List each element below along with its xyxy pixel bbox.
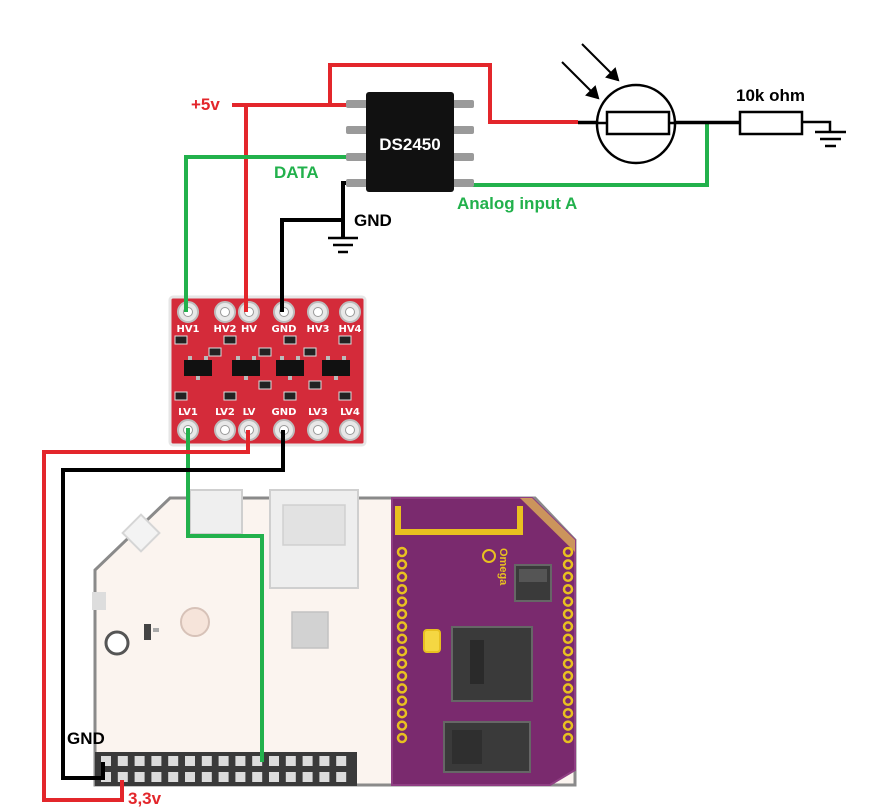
mosfet [184,360,212,376]
omega-soc [451,626,533,702]
smd-resistor [338,335,352,345]
wire-gnd-shifter [280,218,343,312]
wire-3v3 [42,430,250,802]
smd-resistor [223,391,237,401]
shifter-components [174,335,352,401]
chip-leg-left [346,179,368,187]
wire-gnd-chip [341,181,352,238]
mosfet [322,360,350,376]
lv-pin-label: LV2 [215,407,235,418]
label-gnd-board: GND [67,729,105,748]
hv-pin-label: HV3 [306,324,329,335]
omega-logo-icon [482,549,496,563]
ground-symbol-chip [328,236,358,254]
smd-resistor [338,391,352,401]
label-data: DATA [274,163,319,182]
chip-leg-right [452,126,474,134]
photoresistor [578,83,740,165]
omega-pads [396,546,574,744]
chip-leg-right [452,153,474,161]
wire-data [184,155,352,312]
lv-pin-label: LV3 [308,407,328,418]
omega-led [423,629,441,653]
label-5v: +5v [191,95,220,114]
light-arrows-icon [561,43,620,100]
label-3v3: 3,3v [128,789,162,808]
smd-resistor [283,335,297,345]
ground-symbol-resistor [815,130,846,148]
label-resistor: 10k ohm [736,86,805,105]
lv-pin-label: GND [272,407,297,418]
chip-leg-right [452,100,474,108]
lv-pin-label: LV [243,407,256,418]
chip-leg-left [346,100,368,108]
smd-resistor [283,391,297,401]
dock-connector-small [189,489,243,535]
smd-resistor [174,391,188,401]
smd-resistor [258,347,272,357]
level-shifter: HV1 HV2 HV GND HV3 HV4 LV1 LV2 LV GND LV3 LV4 [168,295,367,447]
hv-pin-label: HV [241,324,257,335]
dock-reset-button [180,607,210,637]
ds2450-chip: DS2450 [346,92,474,192]
dock-switch [92,592,106,610]
smd-resistor [174,335,188,345]
dock-led-ring [104,630,130,656]
antenna-trace [395,506,523,535]
chip-leg-right [452,179,474,187]
hv-pin-label: GND [272,324,297,335]
hv-pin-label: HV4 [338,324,361,335]
chip-leg-left [346,153,368,161]
wires [42,63,832,802]
smd-resistor [303,347,317,357]
gpio-header-pins [101,756,347,782]
chip-label: DS2450 [379,135,440,154]
label-gnd-chip: GND [354,211,392,230]
smd-resistor [208,347,222,357]
hv-pin-row: HV1 HV2 HV GND HV3 HV4 [176,301,362,335]
wire-ground-resistor [800,120,832,132]
wire-analog [472,122,709,187]
label-analog-input: Analog input A [457,194,577,213]
wire-5v [328,63,578,124]
omega-logo-text: Omega [497,548,509,586]
hv-pin-label: HV1 [176,324,199,335]
smd-resistor [258,380,272,390]
hv-pin-label: HV2 [213,324,236,335]
mosfet [232,360,260,376]
resistor-10k [738,110,804,136]
chip-leg-left [346,126,368,134]
wire-lv1-data [186,428,264,762]
omega-module: Omega [391,497,576,786]
dock-chip [291,611,329,649]
smd-resistor [308,380,322,390]
lv-pin-label: LV4 [340,407,360,418]
smd-resistor [223,335,237,345]
mosfet [276,360,304,376]
dock-button [121,513,161,553]
lv-pin-label: LV1 [178,407,198,418]
wire-gnd-board [61,430,285,780]
